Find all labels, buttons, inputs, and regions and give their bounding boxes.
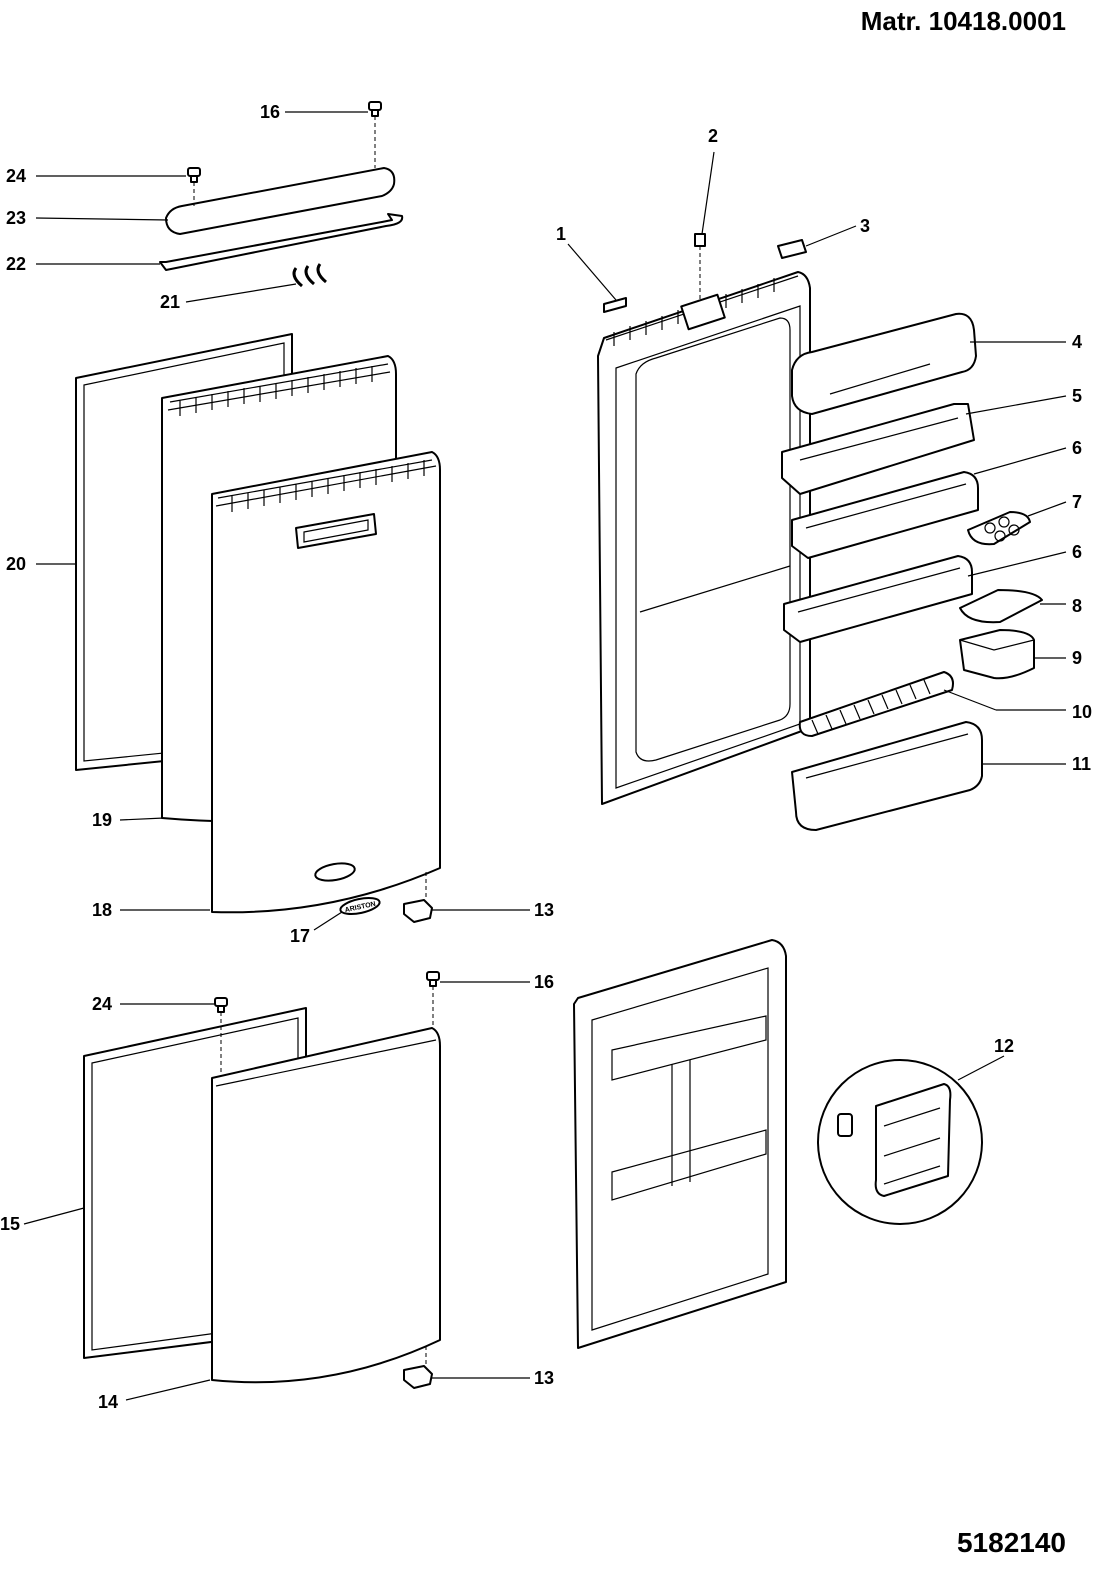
callout-9: 9 (1072, 648, 1082, 668)
callout-8: 8 (1072, 596, 1082, 616)
dairy-cover-4 (791, 312, 977, 415)
callout-5: 5 (1072, 386, 1082, 406)
cover-3 (777, 239, 807, 259)
inner-liner-upper (597, 271, 811, 805)
screw-16-bottom (426, 971, 440, 1028)
label-1 (603, 297, 627, 313)
callout-6a: 6 (1072, 438, 1082, 458)
screw-24-bottom (214, 997, 228, 1076)
callout-12: 12 (994, 1036, 1014, 1056)
clips-21 (292, 263, 327, 288)
shelf-5 (781, 403, 975, 495)
bottle-retainer-10 (798, 671, 954, 737)
shelf-6-upper (791, 471, 979, 559)
inner-liner-lower (573, 939, 787, 1349)
hinge-13-lower (403, 1346, 433, 1389)
detail-circle-12 (817, 1059, 983, 1225)
box-9 (959, 629, 1035, 680)
shelf-6-lower (783, 555, 973, 643)
bottle-shelf-11 (791, 721, 983, 831)
callout-labels: 1 2 3 4 5 6 7 6 8 9 10 11 12 13 13 14 15… (0, 102, 1092, 1412)
hinge-strip-22 (159, 213, 404, 271)
screw-24-top (187, 167, 201, 206)
lid-8 (959, 589, 1043, 624)
screw-16-top (368, 101, 382, 168)
callout-6b: 6 (1072, 542, 1082, 562)
callout-7: 7 (1072, 492, 1082, 512)
door-14 (211, 1027, 441, 1384)
callout-20: 20 (6, 554, 26, 574)
callout-2: 2 (708, 126, 718, 146)
callout-17: 17 (290, 926, 310, 946)
callout-24b: 24 (92, 994, 112, 1014)
logo-badge-17: ARISTON (339, 896, 381, 916)
callout-13a: 13 (534, 900, 554, 920)
callout-18: 18 (92, 900, 112, 920)
material-number: Matr. 10418.0001 (860, 6, 1066, 36)
callout-21: 21 (160, 292, 180, 312)
callout-24a: 24 (6, 166, 26, 186)
callout-3: 3 (860, 216, 870, 236)
callout-11: 11 (1072, 754, 1091, 774)
callout-13b: 13 (534, 1368, 554, 1388)
callout-16b: 16 (534, 972, 554, 992)
callout-14: 14 (98, 1392, 118, 1412)
callout-1: 1 (556, 224, 566, 244)
callout-22: 22 (6, 254, 26, 274)
callout-19: 19 (92, 810, 112, 830)
leader-lines (23, 111, 1067, 1401)
handle-23 (165, 167, 396, 235)
callout-15: 15 (0, 1214, 20, 1234)
callout-10: 10 (1072, 702, 1092, 722)
callout-23: 23 (6, 208, 26, 228)
callout-16a: 16 (260, 102, 280, 122)
callout-4: 4 (1072, 332, 1082, 352)
hinge-13-upper (403, 872, 433, 923)
document-number: 5182140 (956, 1527, 1066, 1558)
outer-door-18 (211, 451, 441, 914)
clip-2 (694, 233, 706, 302)
egg-tray-7 (967, 511, 1031, 546)
